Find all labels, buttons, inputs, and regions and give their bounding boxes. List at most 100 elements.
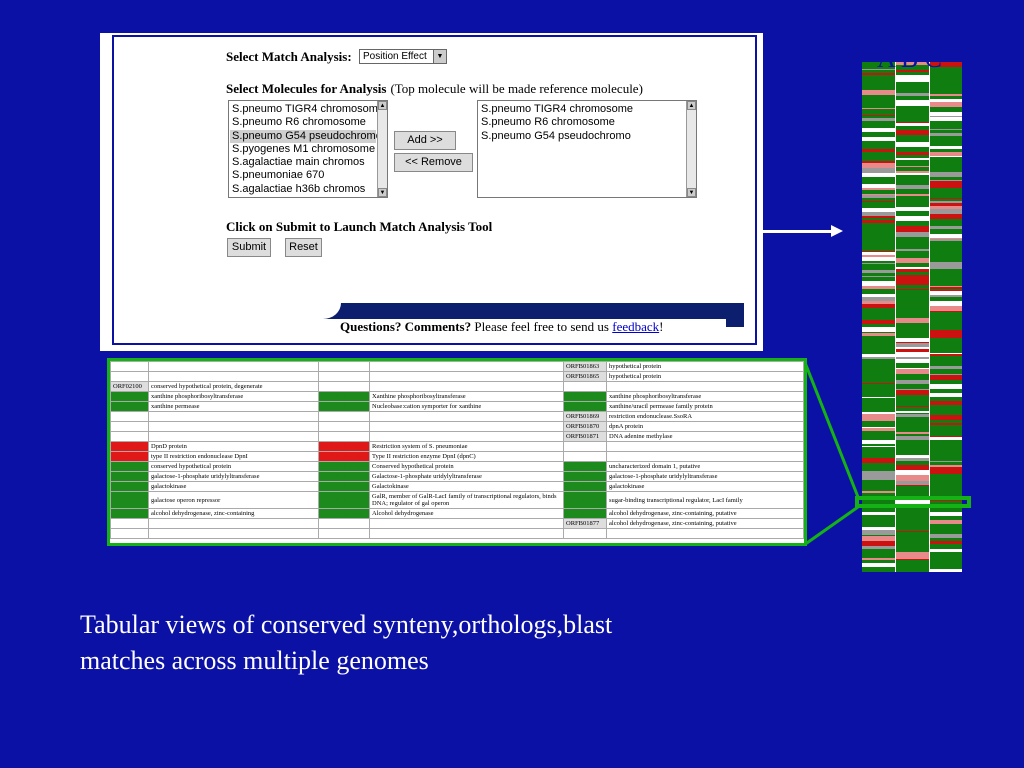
gene-id-cell[interactable]: ORF02100 [110, 381, 149, 392]
gene-id-cell[interactable]: ORFB01869 [563, 411, 607, 422]
heatmap-stripe [896, 166, 929, 167]
gene-id-cell[interactable]: ORFB01874 [563, 481, 607, 492]
gene-id-cell[interactable]: ORFB01870 [563, 421, 607, 432]
gene-id-cell[interactable]: ORF02103 [110, 401, 149, 412]
heatmap-stripe [896, 527, 929, 531]
available-molecule-item[interactable]: S.pneumo TIGR4 chromosome [232, 103, 385, 115]
scroll-up-icon[interactable]: ▲ [378, 101, 387, 110]
selected-molecules-list[interactable]: S.pneumo TIGR4 chromosome S.pneumo R6 ch… [477, 100, 697, 198]
heatmap-stripe [862, 446, 895, 447]
scroll-up-icon[interactable]: ▲ [687, 101, 696, 110]
heatmap-stripe [896, 376, 929, 380]
heatmap-stripe [862, 161, 895, 163]
reset-button[interactable]: Reset [285, 238, 322, 257]
gene-id-cell[interactable]: STIGRSPA1888 [318, 391, 370, 402]
description-cell [369, 528, 564, 539]
available-molecules-list[interactable]: S.pneumo TIGR4 chromosome S.pneumo R6 ch… [228, 100, 388, 198]
add-button[interactable]: Add >> [394, 131, 456, 150]
scroll-down-icon[interactable]: ▼ [378, 188, 387, 197]
match-analysis-select[interactable]: Position Effect ▼ [359, 49, 447, 64]
scroll-down-icon[interactable]: ▼ [687, 188, 696, 197]
gene-id-cell [318, 411, 370, 422]
heatmap-stripe [896, 140, 929, 142]
heatmap-stripe [862, 264, 895, 265]
description-cell: DNA adenine methylase [606, 431, 804, 442]
heatmap-stripe [930, 393, 962, 397]
heatmap-stripe [862, 82, 895, 86]
heatmap-stripe [896, 330, 929, 335]
available-molecule-item[interactable]: S.pneumoniae 670 [232, 169, 325, 182]
remove-button[interactable]: << Remove [394, 153, 473, 172]
gene-id-cell[interactable]: ORFB01868 [563, 401, 607, 412]
heatmap-stripe [862, 381, 895, 383]
heatmap-stripe [930, 465, 962, 467]
available-list-scrollbar[interactable]: ▲ ▼ [377, 101, 387, 197]
available-molecule-item[interactable]: S.pyogenes M1 chromosome [232, 142, 376, 155]
gene-id-cell[interactable]: ORFB01875 [563, 491, 607, 509]
heatmap-stripe [896, 442, 929, 447]
gene-id-cell[interactable]: ORF02108 [110, 461, 149, 472]
heatmap-stripe [862, 132, 895, 133]
gene-id-cell[interactable]: STIGRSPA1885 [318, 451, 370, 462]
heatmap-stripe [930, 243, 962, 244]
gene-id-cell[interactable]: STIGRSPA1884 [318, 461, 370, 472]
gene-id-cell[interactable]: ORFB01866 [563, 391, 607, 402]
heatmap-stripe [862, 527, 895, 530]
gene-id-cell[interactable]: STIGRSPA1886 [318, 441, 370, 452]
heatmap-stripe [862, 149, 895, 152]
heatmap-stripe [896, 243, 929, 247]
gene-id-cell[interactable]: ORF02105 [110, 451, 149, 462]
heatmap-stripe [862, 115, 895, 116]
heatmap-stripe [896, 565, 929, 566]
heatmap-stripe [930, 312, 962, 316]
gene-id-cell[interactable]: STIGRSPA1882 [318, 481, 370, 492]
submit-button[interactable]: Submit [227, 238, 271, 257]
heatmap-stripe [896, 290, 929, 295]
heatmap-stripe [862, 216, 895, 218]
heatmap-stripe [930, 401, 962, 405]
gene-id-cell[interactable]: ORF02102 [110, 391, 149, 402]
gene-id-cell[interactable]: ORFB01872 [563, 461, 607, 472]
chevron-down-icon[interactable]: ▼ [433, 50, 446, 63]
gene-id-cell[interactable]: ORFB01865 [563, 371, 607, 382]
gene-id-cell[interactable]: ORF02111 [110, 481, 149, 492]
description-cell: hypothetical protein [606, 371, 804, 382]
gene-id-cell[interactable]: ORF02110 [110, 471, 149, 482]
gene-id-cell[interactable]: ORFB01876 [563, 508, 607, 519]
selected-molecule-item[interactable]: S.pneumo G54 pseudochromo [481, 129, 631, 142]
gene-id-cell[interactable]: ORF02112 [110, 491, 149, 509]
heatmap-stripe [930, 423, 962, 425]
heatmap-stripe [862, 414, 895, 419]
heatmap-stripe [862, 398, 895, 403]
gene-id-cell[interactable]: STIGRSPA1881 [318, 491, 370, 509]
feedback-link[interactable]: feedback [612, 319, 660, 334]
heatmap-stripe [862, 133, 895, 136]
heatmap-stripe [862, 316, 895, 320]
selected-list-scrollbar[interactable]: ▲ ▼ [686, 101, 696, 197]
gene-id-cell[interactable]: ORFB01877 [563, 518, 607, 529]
selected-molecule-item[interactable]: S.pneumo TIGR4 chromosome [481, 103, 634, 115]
gene-id-cell[interactable]: STIGRSPA1887 [318, 401, 370, 412]
gene-id-cell[interactable]: ORF02104 [110, 441, 149, 452]
heatmap-stripe [896, 317, 929, 318]
heatmap-stripe [930, 544, 962, 549]
heatmap-stripe [862, 369, 895, 374]
gene-id-cell[interactable]: STIGRSPA1883 [318, 471, 370, 482]
heatmap-stripe [896, 184, 929, 185]
heatmap-stripe [896, 147, 929, 152]
available-molecule-item[interactable]: S.pneumo R6 chromosome [232, 116, 366, 129]
heatmap-stripe [896, 522, 929, 527]
available-molecule-item[interactable]: S.agalactiae h36b chromos [232, 182, 366, 195]
gene-id-cell[interactable]: ORFB01871 [563, 431, 607, 442]
gene-id-cell[interactable]: ORF02114 [110, 508, 149, 519]
gene-id-cell[interactable]: ORFB01863 [563, 361, 607, 372]
gene-id-cell[interactable]: STIGRSPA1880 [318, 508, 370, 519]
heatmap-stripe [862, 266, 895, 267]
heatmap-stripe [930, 450, 962, 451]
selected-molecule-item[interactable]: S.pneumo R6 chromosome [481, 116, 615, 129]
gene-id-cell[interactable]: ORFB01873 [563, 471, 607, 482]
available-molecule-item-selected[interactable]: S.pneumo G54 pseudochromo [230, 129, 382, 143]
available-molecule-item[interactable]: S.agalactiae main chromos [232, 156, 365, 169]
